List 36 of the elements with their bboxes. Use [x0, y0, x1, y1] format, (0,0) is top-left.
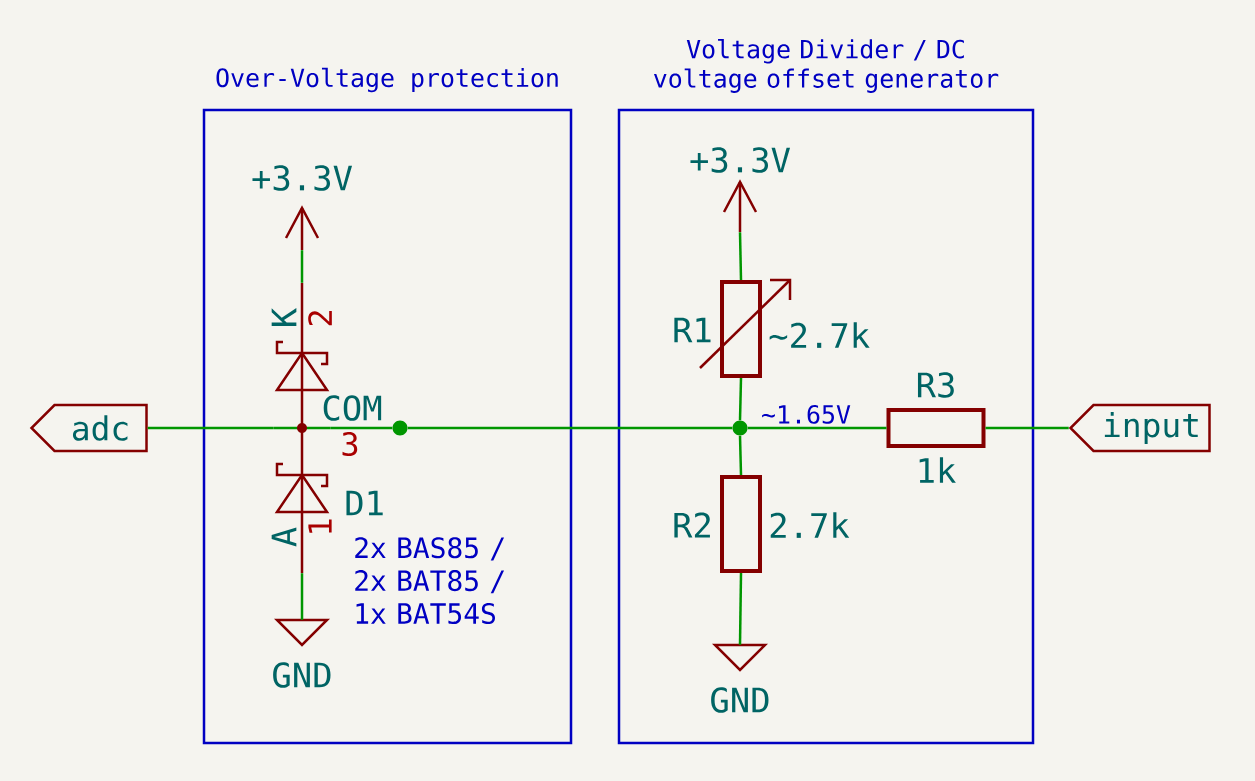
pin-name: COM — [323, 395, 382, 421]
pin-number: 1 — [308, 519, 332, 533]
power-label: +3.3V — [252, 165, 353, 191]
junction-dot — [392, 420, 408, 436]
pin-number: 2 — [308, 311, 332, 326]
wire — [985, 426, 1069, 430]
power-label: +3.3V — [690, 147, 791, 173]
component-value: 1k — [919, 457, 956, 483]
port-flag: adc — [29, 403, 148, 453]
wire — [300, 573, 304, 620]
port-flag: input — [1068, 403, 1211, 453]
wire — [747, 426, 887, 430]
junction-dot — [732, 420, 748, 436]
wire — [738, 435, 743, 476]
reference-designator: R1 — [674, 317, 711, 343]
wire — [738, 232, 743, 281]
section-heading: Voltage Divider / DC voltage offset generator — [653, 39, 999, 93]
wire — [330, 426, 393, 430]
component-value: 2.7k — [770, 512, 850, 538]
reference-designator: D1 — [346, 490, 383, 516]
wire — [738, 377, 743, 421]
net-label: ~1.65V — [760, 403, 852, 425]
pin-number: 3 — [342, 431, 358, 457]
part-value: 2x BAS85 / 2x BAT85 / 1x BAT54S — [355, 537, 504, 625]
wire — [147, 426, 274, 430]
wire — [407, 426, 733, 430]
component-value: ~2.7k — [769, 322, 870, 348]
wire — [300, 250, 304, 283]
reference-designator: R3 — [917, 372, 954, 398]
reference-designator: R2 — [674, 512, 710, 538]
section-heading: Over-Voltage protection — [216, 67, 558, 93]
ground-label: GND — [711, 687, 769, 713]
pin-name: K — [271, 307, 297, 326]
ground-label: GND — [273, 662, 331, 688]
wire — [738, 573, 743, 645]
pin-name: A — [271, 527, 297, 547]
